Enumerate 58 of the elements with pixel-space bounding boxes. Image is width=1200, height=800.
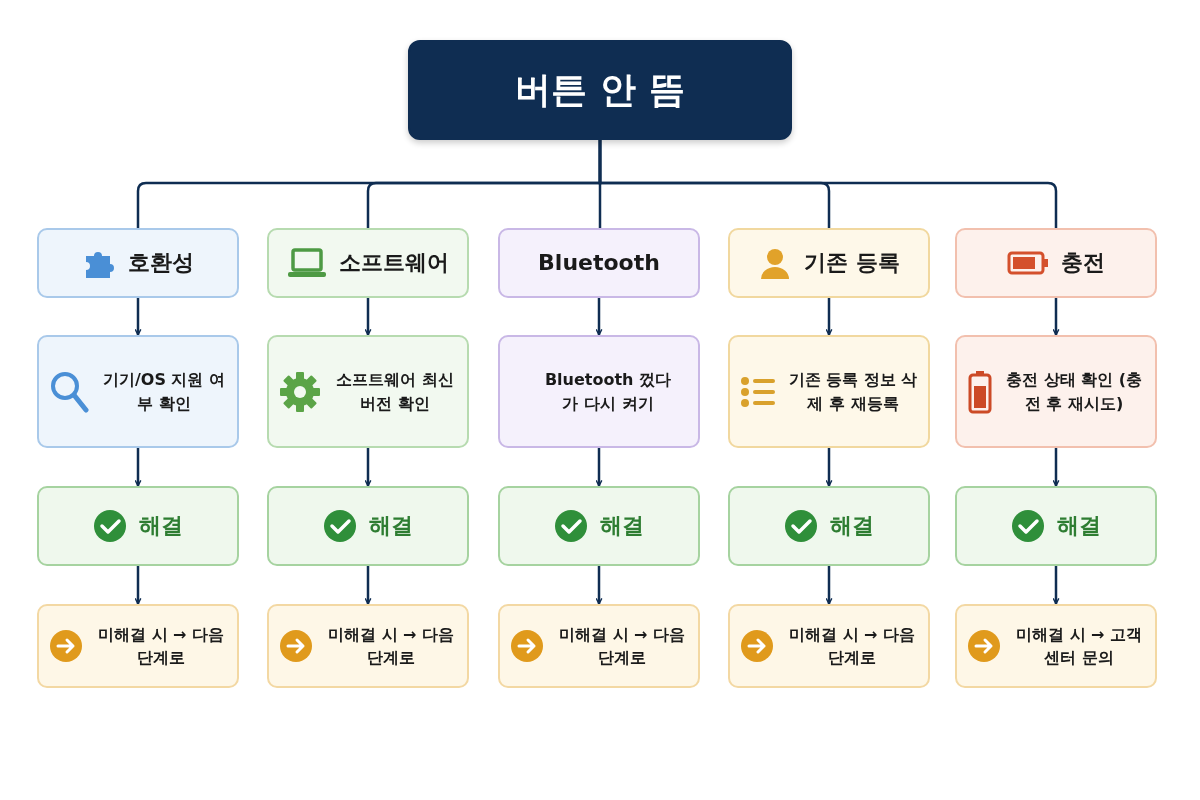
result-box: [728, 486, 930, 566]
box-label: 충전 상태 확인 (충전 후 재시도): [1005, 369, 1143, 415]
box-label: 기존 등록: [804, 249, 900, 278]
box-label: 소프트웨어: [339, 249, 449, 278]
box-label: Bluetooth 껐다가 다시 켜기: [543, 369, 673, 415]
arrow: [825, 298, 833, 336]
result-box: [955, 486, 1157, 566]
result-box: [37, 486, 239, 566]
category-box: [267, 228, 469, 298]
box-label: 해결: [369, 512, 413, 541]
box-label: 해결: [600, 512, 644, 541]
category-box: [728, 228, 930, 298]
step-box: [955, 335, 1157, 448]
next-step-box: [728, 604, 930, 688]
box-label: 기존 등록 정보 삭제 후 재등록: [788, 369, 918, 415]
box-label: 해결: [1057, 512, 1101, 541]
category-box: [37, 228, 239, 298]
box-label: 호환성: [128, 249, 194, 278]
box-label: 충전: [1061, 249, 1105, 278]
arrow: [134, 566, 142, 605]
category-box: [955, 228, 1157, 298]
arrow: [134, 448, 142, 487]
connector-line: [598, 140, 1058, 228]
box-label: 미해결 시 → 다음 단계로: [96, 623, 226, 669]
box-label: 미해결 시 → 고객센터 문의: [1014, 623, 1144, 669]
step-box: [498, 335, 700, 448]
box-label: 버튼 안 뜸: [515, 67, 685, 112]
arrow: [364, 298, 372, 336]
box-label: 미해결 시 → 다음 단계로: [787, 623, 917, 669]
category-box: [498, 228, 700, 298]
arrow: [134, 298, 142, 336]
arrow: [1052, 298, 1060, 336]
step-box: [728, 335, 930, 448]
result-box: [498, 486, 700, 566]
next-step-box: [955, 604, 1157, 688]
next-step-box: [37, 604, 239, 688]
arrow: [595, 298, 603, 336]
arrow: [364, 566, 372, 605]
arrow: [1052, 566, 1060, 605]
arrow: [595, 448, 603, 487]
arrow: [595, 566, 603, 605]
box-label: Bluetooth: [538, 249, 660, 278]
arrow: [825, 566, 833, 605]
arrow: [1052, 448, 1060, 487]
box-label: 기기/OS 지원 여부 확인: [101, 369, 227, 415]
box-label: 미해결 시 → 다음 단계로: [557, 623, 687, 669]
step-box: [37, 335, 239, 448]
box-label: 해결: [139, 512, 183, 541]
step-box: [267, 335, 469, 448]
arrow: [825, 448, 833, 487]
box-label: 미해결 시 → 다음 단계로: [326, 623, 456, 669]
box-label: 해결: [830, 512, 874, 541]
title-box: [408, 40, 792, 140]
result-box: [267, 486, 469, 566]
next-step-box: [267, 604, 469, 688]
arrow: [364, 448, 372, 487]
next-step-box: [498, 604, 700, 688]
box-label: 소프트웨어 최신 버전 확인: [335, 369, 455, 415]
